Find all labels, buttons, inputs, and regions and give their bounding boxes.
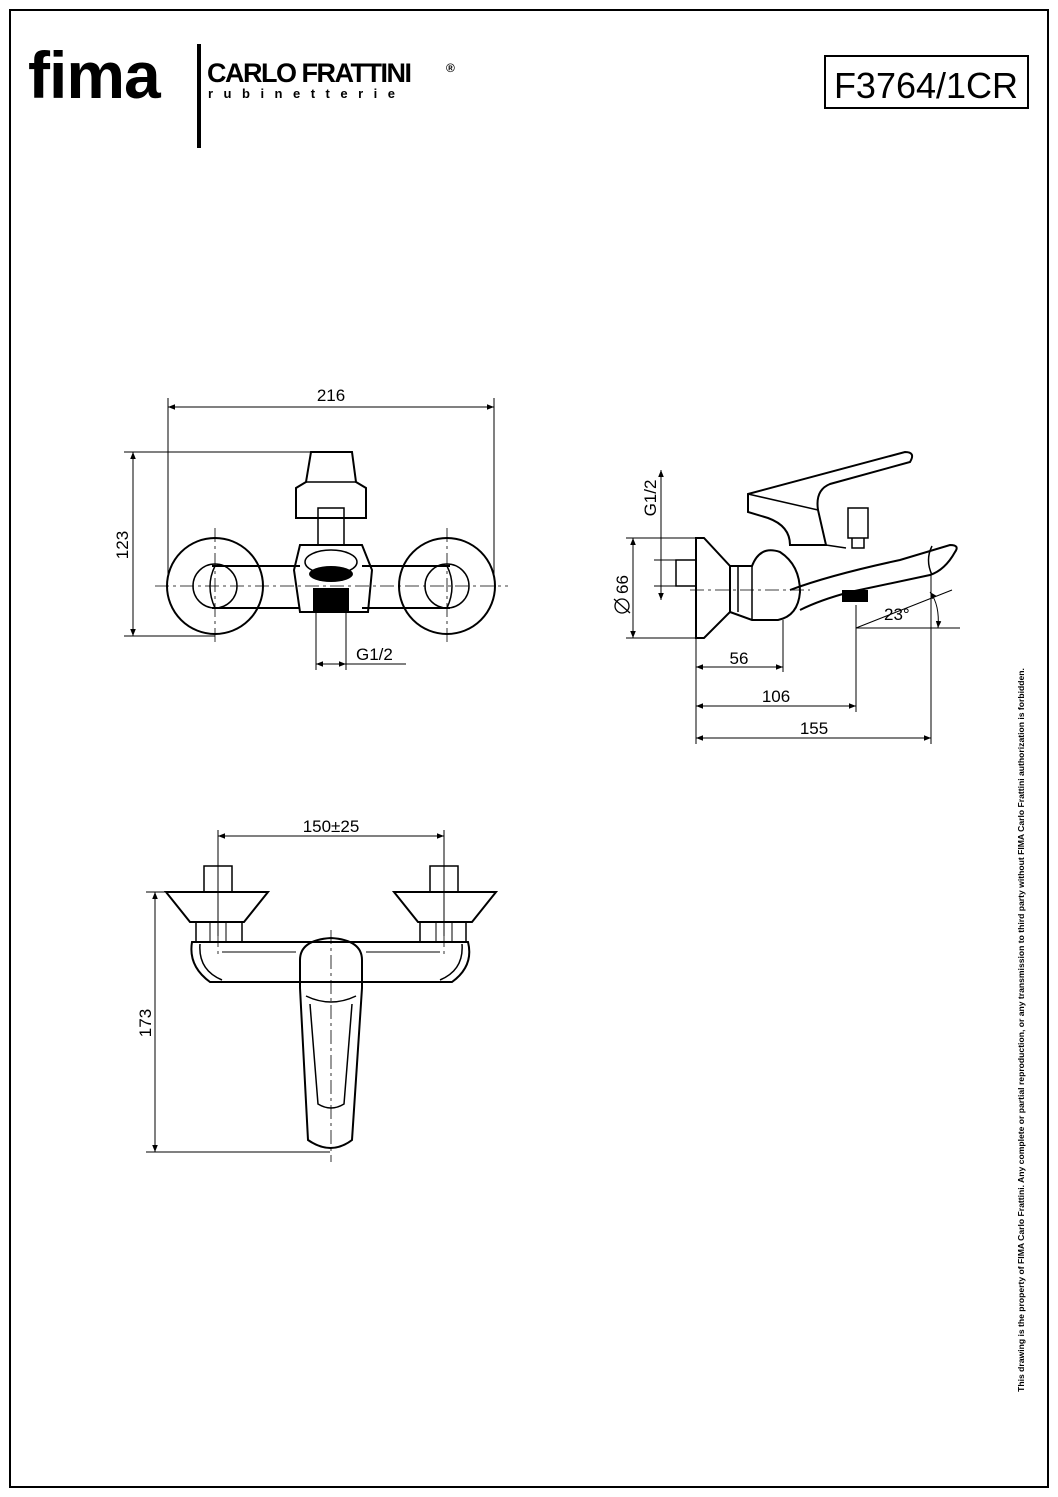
front-width-dimension: 216 [317, 386, 345, 405]
front-height-dimension: 123 [113, 531, 132, 559]
brand-registered-mark: ® [446, 61, 455, 75]
side-diameter-dimension: 66 [613, 575, 632, 594]
brand-tagline-text: rubinetterie [208, 86, 406, 101]
brand-logo: fima CARLO FRATTINI ® rubinetterie [28, 38, 455, 148]
side-depth-155-dimension: 155 [800, 719, 828, 738]
top-spacing-dimension: 150±25 [303, 817, 360, 836]
copyright-disclaimer: This drawing is the property of FIMA Car… [1016, 668, 1026, 1392]
top-height-dimension: 173 [136, 1009, 155, 1037]
side-angle-dimension: 23° [884, 605, 910, 624]
diameter-symbol-icon [614, 598, 630, 614]
side-view: G1/2 66 56 106 155 23° [613, 450, 960, 744]
model-code-box: F3764/1CR [824, 55, 1029, 109]
top-view: 150±25 173 [136, 817, 499, 1162]
brand-main-text: fima [28, 38, 162, 112]
side-depth-106-dimension: 106 [762, 687, 790, 706]
sheet-border [9, 9, 1049, 1488]
side-inlet-thread-label: G1/2 [641, 480, 660, 517]
side-depth-56-dimension: 56 [730, 649, 749, 668]
model-code-text: F3764/1CR [834, 65, 1018, 106]
front-view: 216 123 G1/2 [113, 386, 508, 670]
brand-sub-text: CARLO FRATTINI [207, 58, 410, 88]
front-outlet-thread-label: G1/2 [356, 645, 393, 664]
